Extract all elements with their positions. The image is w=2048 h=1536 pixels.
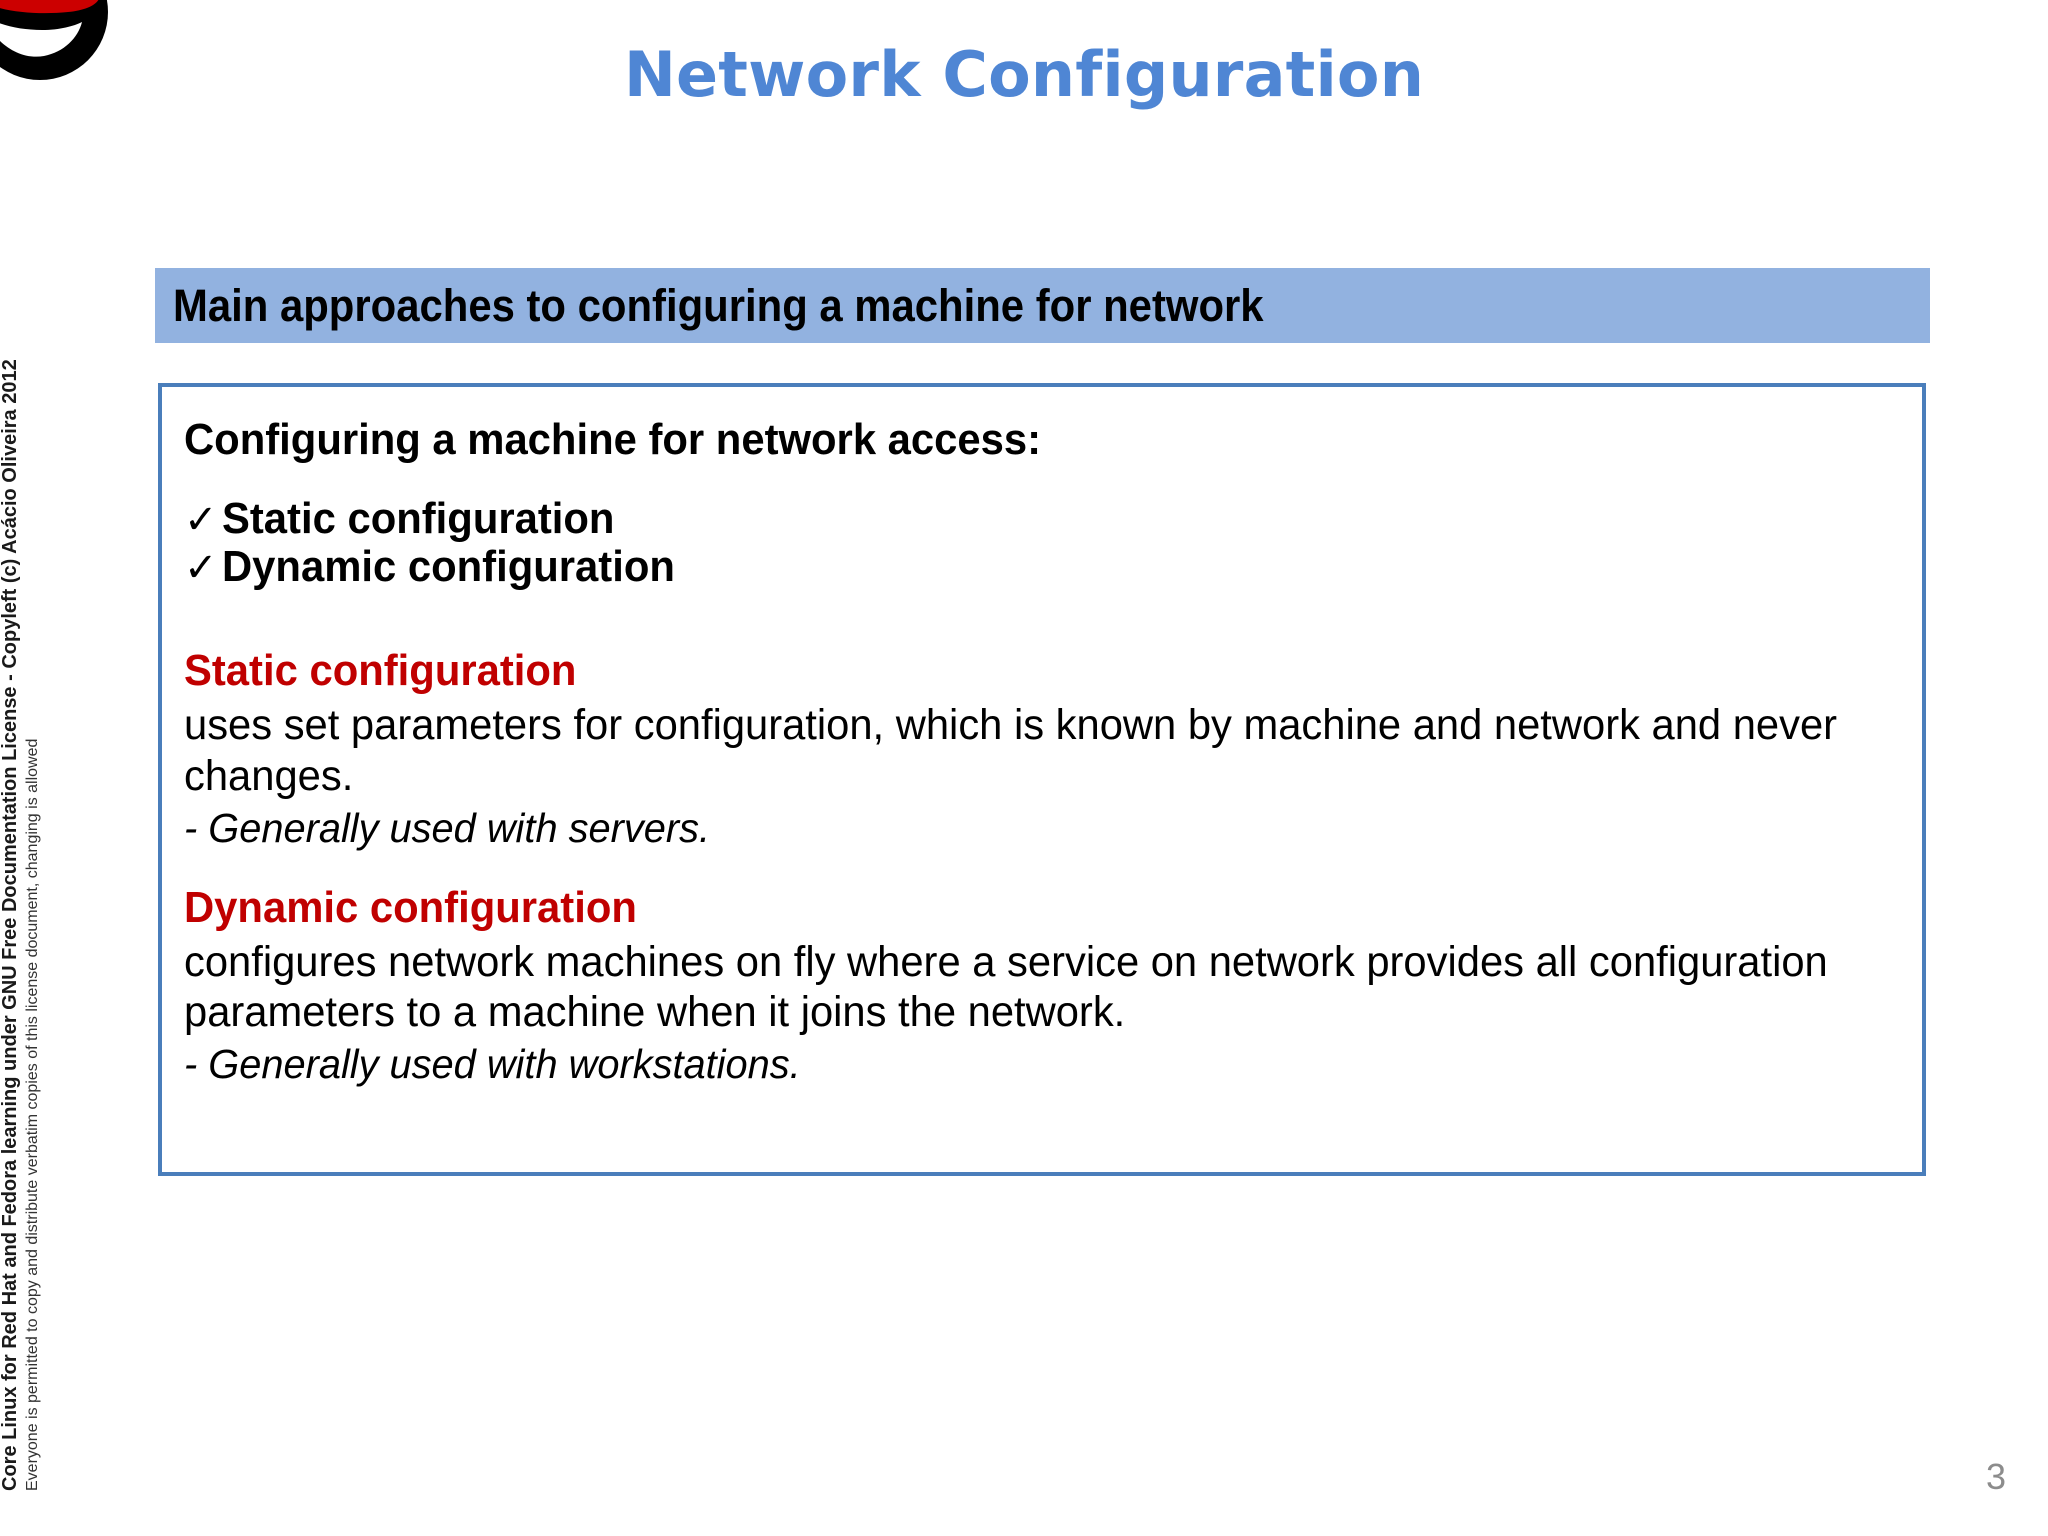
red-hat-shadowman-logo bbox=[0, 0, 148, 120]
page-number: 3 bbox=[1985, 1456, 2006, 1497]
lead-line: Configuring a machine for network access… bbox=[184, 415, 1042, 464]
list-item-label: Dynamic configuration bbox=[222, 541, 675, 591]
check-icon: ✓ bbox=[184, 544, 218, 591]
section-body: uses set parameters for configuration, w… bbox=[184, 701, 1838, 800]
list-item: ✓ Dynamic configuration bbox=[184, 541, 1900, 591]
license-sub-line: Everyone is permitted to copy and distri… bbox=[24, 738, 41, 1491]
section-static-configuration: Static configuration uses set parameters… bbox=[184, 646, 1900, 853]
content-panel: Configuring a machine for network access… bbox=[158, 383, 1926, 1176]
section-dynamic-configuration: Dynamic configuration configures network… bbox=[184, 883, 1900, 1090]
section-heading: Static configuration bbox=[184, 646, 577, 696]
section-header-band: Main approaches to configuring a machine… bbox=[155, 268, 1930, 343]
section-note: - Generally used with workstations. bbox=[184, 1041, 801, 1088]
license-rotated-text: Core Linux for Red Hat and Fedora learni… bbox=[0, 11, 43, 1491]
list-item-label: Static configuration bbox=[222, 494, 615, 543]
section-header-label: Main approaches to configuring a machine… bbox=[173, 279, 1264, 331]
section-body: configures network machines on fly where… bbox=[184, 937, 1828, 1037]
page-title: Network Configuration bbox=[623, 38, 1425, 111]
check-icon: ✓ bbox=[184, 497, 218, 543]
approach-checklist: ✓ Static configuration ✓ Dynamic configu… bbox=[184, 495, 1900, 590]
license-main-line: Core Linux for Red Hat and Fedora learni… bbox=[0, 359, 21, 1491]
section-heading: Dynamic configuration bbox=[184, 882, 637, 932]
list-item: ✓ Static configuration bbox=[184, 495, 1900, 543]
section-note: - Generally used with servers. bbox=[184, 804, 711, 851]
license-strip: Core Linux for Red Hat and Fedora learni… bbox=[0, 0, 78, 1536]
spacer bbox=[184, 602, 1900, 646]
